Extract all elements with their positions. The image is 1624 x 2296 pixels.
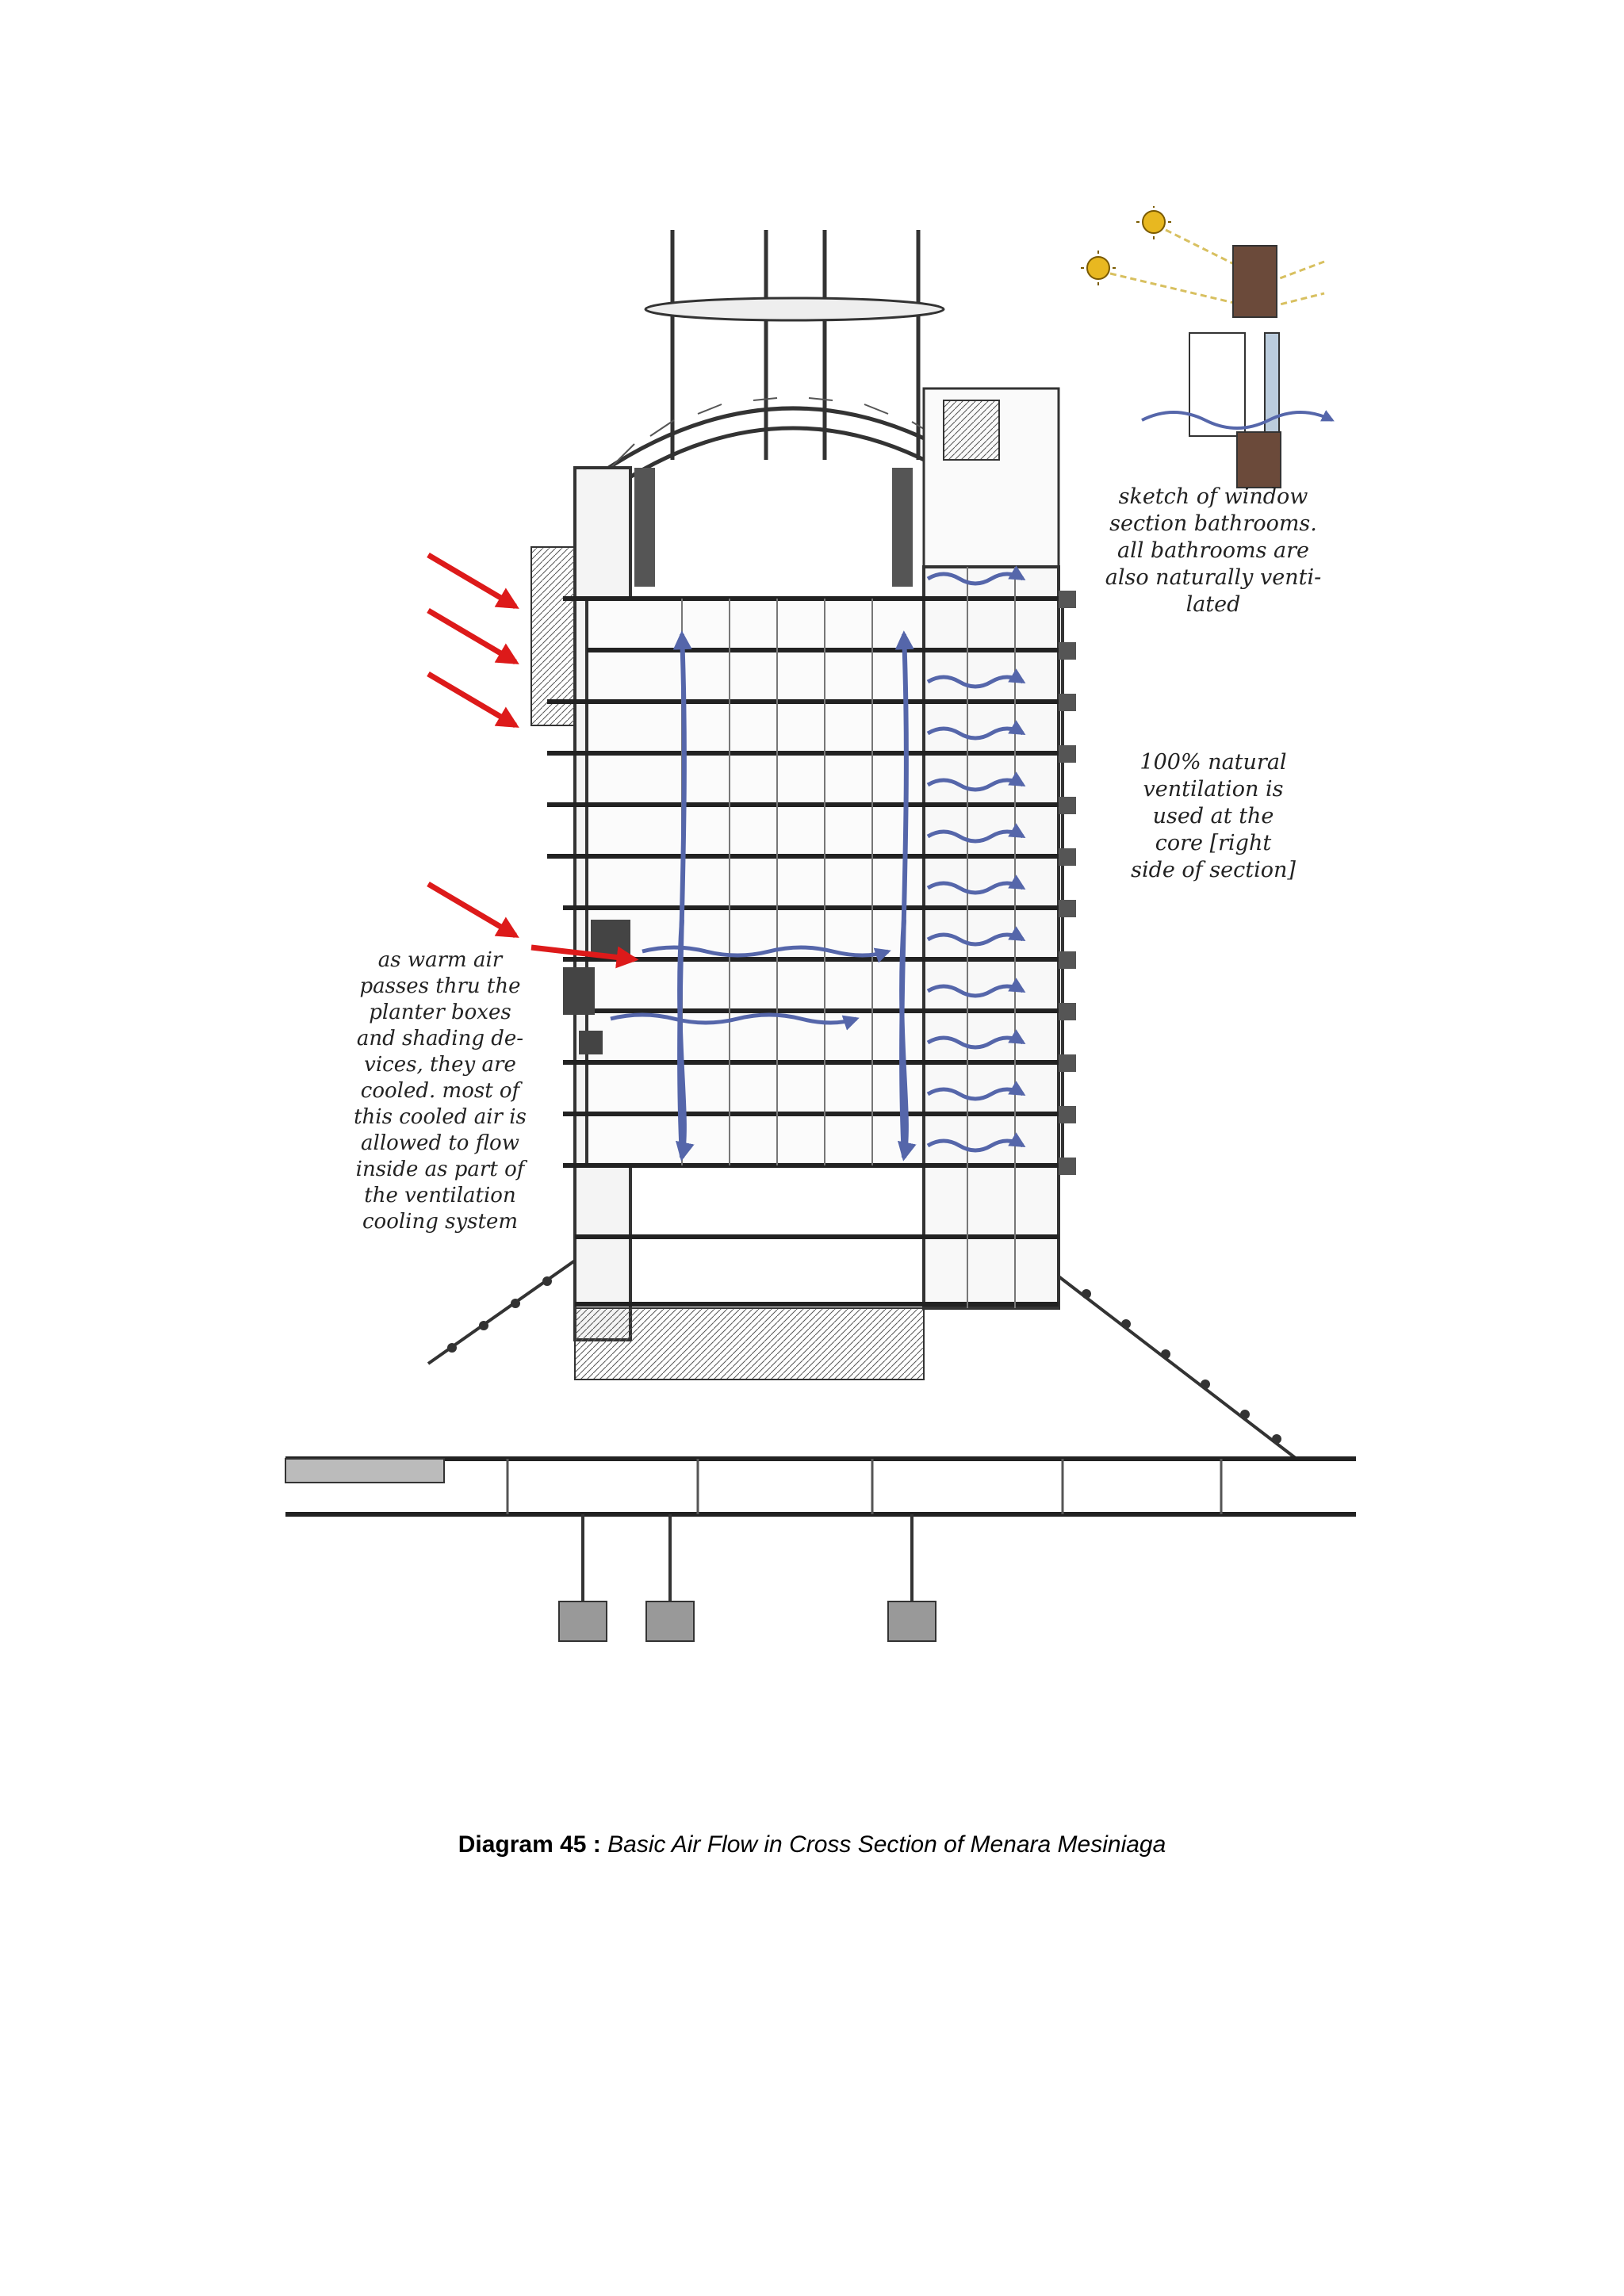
- figure-caption: Diagram 45 : Basic Air Flow in Cross Sec…: [0, 1831, 1624, 1858]
- window-sketch-annotation: sketch of window section bathrooms. all …: [1105, 484, 1322, 617]
- sun-icon: [1136, 205, 1171, 239]
- red-wind-arrow: [427, 552, 639, 969]
- caption-text: Basic Air Flow in Cross Section of Menar…: [607, 1831, 1166, 1858]
- roof-masts: [670, 230, 921, 460]
- building-cross-section-drawing: [270, 205, 1380, 1673]
- window-section-sketch: [1081, 205, 1335, 488]
- floor-slabs: [547, 596, 1067, 1307]
- core-ventilation-annotation: 100% natural ventilation is used at the …: [1131, 750, 1296, 882]
- sun-roof-disc: [644, 297, 945, 322]
- blue-airflow-arrow: [672, 630, 917, 1161]
- sun-icon: [1081, 251, 1116, 285]
- warm-air-annotation: as warm air passes thru the planter boxe…: [354, 948, 527, 1234]
- caption-label: Diagram 45 :: [458, 1831, 601, 1858]
